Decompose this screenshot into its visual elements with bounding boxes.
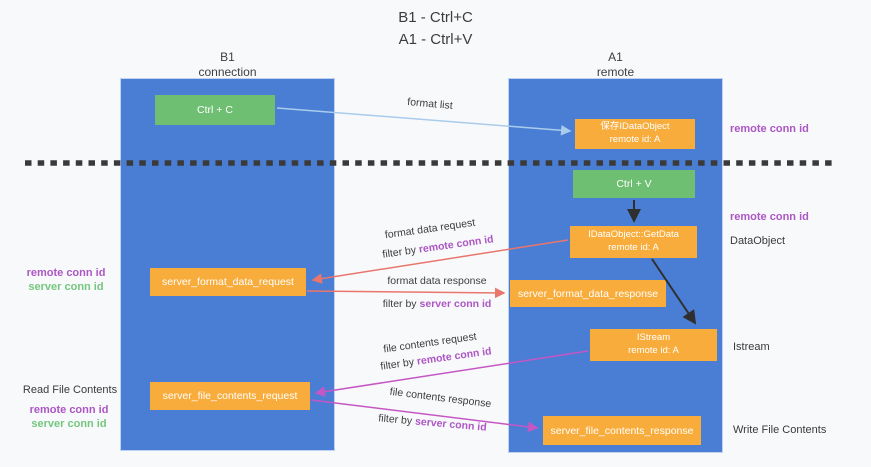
node-idataobject-getdata: IDataObject::GetData remote id: A [570,226,697,258]
istream-text: Istream [733,341,770,353]
file-contents-response-text: file contents response [389,385,492,411]
remote-conn-id-text: remote conn id [29,404,109,416]
node-format-request-label: server_format_data_request [162,276,294,288]
write-file-contents-text: Write File Contents [733,424,827,436]
diagram-title: B1 - Ctrl+C A1 - Ctrl+V [0,7,871,51]
server-conn-id-text: server conn id [419,298,492,310]
lifeline-header-b1: B1 connection [120,50,335,80]
node-istream-line2: remote id: A [628,345,679,356]
node-server-format-data-request: server_format_data_request [150,268,306,296]
remote-conn-id-text: remote conn id [418,233,495,256]
annotation-write-file-contents: Write File Contents [733,424,826,436]
filter-by-text: filter by [381,244,417,261]
node-server-file-contents-response: server_file_contents_response [543,416,701,445]
node-save-idataobject-line2: remote id: A [609,134,661,145]
node-format-response-label: server_format_data_response [517,287,659,300]
annotation-istream: Istream [733,341,770,353]
annotation-remote-conn-id-top-right: remote conn id [730,123,809,135]
node-istream-line1: IStream [636,332,671,344]
node-server-file-contents-request: server_file_contents_request [150,382,310,410]
node-ctrl-v-label: Ctrl + V [616,178,652,190]
title-line-b1: B1 - Ctrl+C [398,9,473,26]
lifeline-a1-role: remote [596,65,635,79]
node-save-idataobject: 保存IDataObject remote id: A [575,119,695,149]
remote-conn-id-text: remote conn id [730,211,809,223]
node-file-request-label: server_file_contents_request [162,390,298,402]
node-file-response-label: server_file_contents_response [550,424,694,437]
format-data-response-text: format data response [387,275,487,287]
label-format-list: format list [355,91,505,116]
node-server-format-data-response: server_format_data_response [510,280,666,307]
annotation-remote-conn-id-mid-right: remote conn id [730,211,809,223]
node-getdata-line1: IDataObject::GetData [588,229,679,241]
node-ctrl-v: Ctrl + V [573,170,695,198]
label-format-data-response: format data response [352,275,522,287]
lifeline-header-a1: A1 remote [508,50,723,80]
server-conn-id-text: server conn id [31,418,107,431]
annotation-conn-ids-left-upper: remote conn id server conn id [15,266,117,295]
annotation-conn-ids-left-lower: remote conn id server conn id [18,403,120,432]
annotation-dataobject: DataObject [730,235,785,247]
lifeline-b1-name: B1 [220,50,235,64]
server-conn-id-text: server conn id [28,281,104,294]
node-ctrl-c: Ctrl + C [155,95,275,125]
format-list-text: format list [406,96,454,112]
read-file-contents-text: Read File Contents [22,384,118,396]
lifeline-b1-role: connection [198,65,257,79]
label-file-contents-response: file contents response [358,382,523,414]
node-save-idataobject-line1: 保存IDataObject [600,121,670,133]
node-istream: IStream remote id: A [590,329,717,361]
dataobject-text: DataObject [730,235,786,247]
server-conn-id-text: server conn id [414,415,488,434]
remote-conn-id-text: remote conn id [26,267,106,279]
filter-by-text: filter by [382,298,417,310]
node-ctrl-c-label: Ctrl + C [197,104,233,116]
remote-conn-id-text: remote conn id [730,123,809,135]
lifeline-a1-name: A1 [608,50,623,64]
filter-by-text: filter by [379,356,415,373]
node-getdata-line2: remote id: A [608,242,659,253]
annotation-read-file-contents: Read File Contents [15,384,125,396]
format-data-response-arrow [306,287,506,299]
filter-by-text: filter by [377,412,413,428]
title-line-a1: A1 - Ctrl+V [398,30,473,48]
